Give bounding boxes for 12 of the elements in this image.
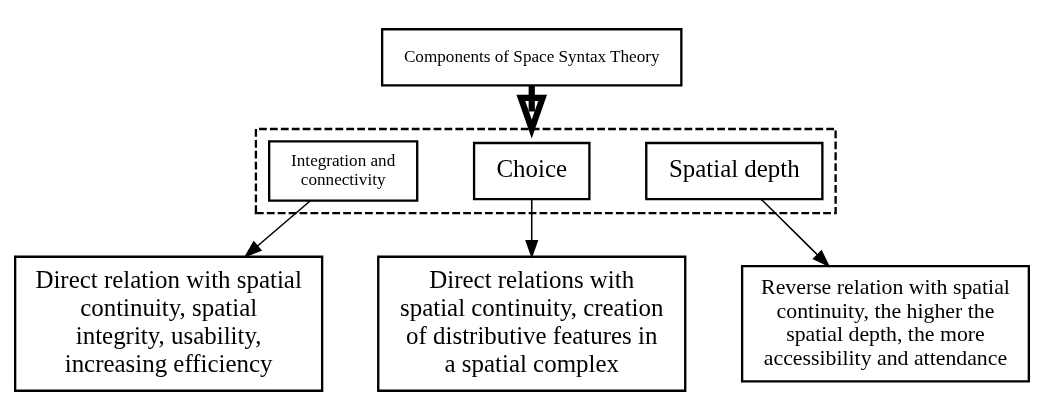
node-box: Components of Space Syntax Theory (380, 27, 683, 86)
node-box: Reverse relation with spatial continuity, the higher the spatial depth, the more accessibility and attendance (740, 264, 1030, 383)
arrow (516, 85, 548, 138)
node-box: Integration and connectivity (268, 139, 419, 202)
arrow (243, 199, 312, 258)
node-box: Choice (472, 141, 591, 200)
node-box: Spatial depth (645, 141, 824, 200)
node-box: Direct relation with spatial continuity, spatial integrity, usability, increasing efficiency (14, 255, 324, 392)
arrow (525, 198, 539, 259)
node-box: Direct relations with spatial continuity, creation of distributive features in a spatial complex (377, 255, 687, 392)
arrow (760, 198, 831, 268)
cluster (254, 127, 837, 214)
